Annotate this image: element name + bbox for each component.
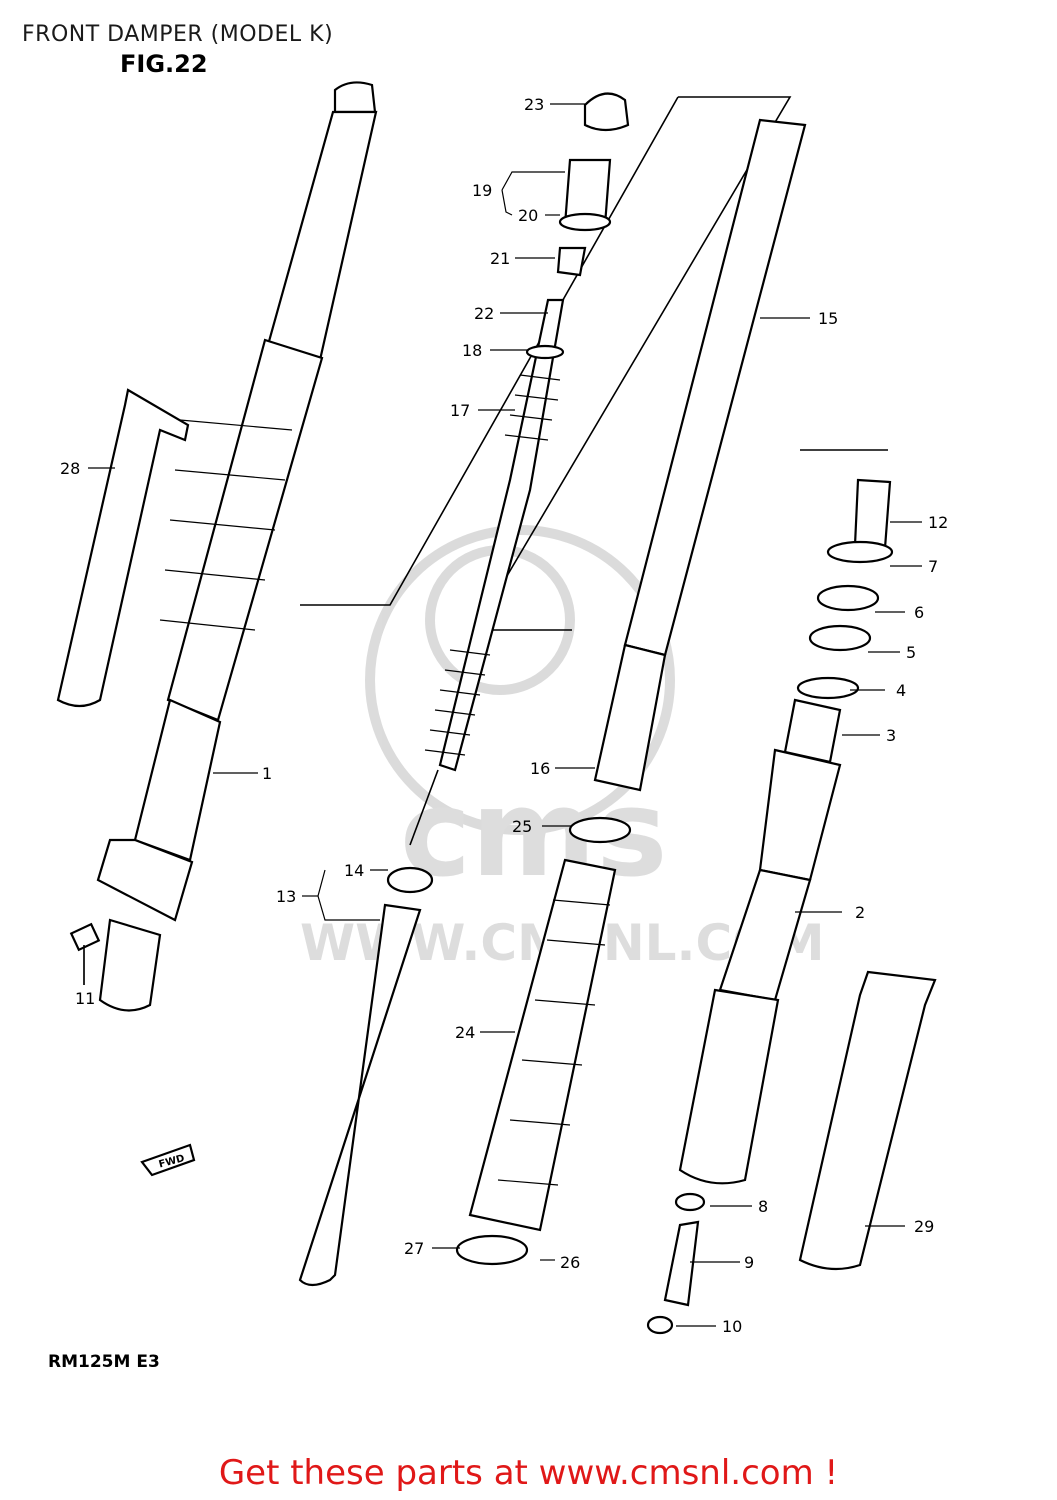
callout-28: 28 — [60, 459, 80, 478]
fork-boot-24 — [455, 816, 632, 1266]
fork-guard-left — [56, 388, 190, 708]
callout-10: 10 — [722, 1317, 742, 1336]
page-title: FRONT DAMPER (MODEL K) — [22, 22, 334, 47]
figure-number: FIG.22 — [120, 50, 208, 78]
callout-22: 22 — [474, 304, 494, 323]
outer-tube-parts — [783, 478, 894, 764]
outer-fork-2 — [678, 748, 842, 1185]
callout-29: 29 — [914, 1217, 934, 1236]
parts-link-banner[interactable]: Get these parts at www.cmsnl.com ! — [218, 1453, 839, 1493]
model-code: RM125M E3 — [48, 1352, 160, 1372]
damper-rod — [409, 298, 565, 846]
callout-25: 25 — [512, 817, 532, 836]
callout-4: 4 — [896, 681, 906, 700]
fork-guard-right — [798, 970, 937, 1271]
callout-11: 11 — [75, 989, 95, 1008]
top-cap-parts — [525, 92, 630, 360]
callout-1: 1 — [262, 764, 272, 783]
callout-labels: 1 2 3 4 5 6 7 8 9 10 11 12 13 14 15 16 1… — [60, 95, 948, 1336]
leader-lines — [83, 103, 922, 1327]
bolt-11 — [69, 922, 101, 985]
callout-14: 14 — [344, 861, 364, 880]
callout-21: 21 — [490, 249, 510, 268]
callout-20: 20 — [518, 206, 538, 225]
fwd-arrow: FWD — [140, 1143, 196, 1177]
inner-tube-15 — [593, 118, 807, 792]
callout-5: 5 — [906, 643, 916, 662]
callout-15: 15 — [818, 309, 838, 328]
callout-9: 9 — [744, 1253, 754, 1272]
callout-19: 19 — [472, 181, 492, 200]
callout-16: 16 — [530, 759, 550, 778]
fork-tube-assembly — [96, 81, 378, 1012]
callout-26: 26 — [560, 1253, 580, 1272]
callout-7: 7 — [928, 557, 938, 576]
callout-3: 3 — [886, 726, 896, 745]
callout-24: 24 — [455, 1023, 475, 1042]
callout-2: 2 — [855, 903, 865, 922]
bottom-bolt-parts — [646, 1192, 706, 1335]
rod-bottom-parts — [298, 866, 434, 1287]
callout-12: 12 — [928, 513, 948, 532]
callout-17: 17 — [450, 401, 470, 420]
callout-13: 13 — [276, 887, 296, 906]
callout-18: 18 — [462, 341, 482, 360]
callout-27: 27 — [404, 1239, 424, 1258]
callout-8: 8 — [758, 1197, 768, 1216]
callout-6: 6 — [914, 603, 924, 622]
callout-23: 23 — [524, 95, 544, 114]
